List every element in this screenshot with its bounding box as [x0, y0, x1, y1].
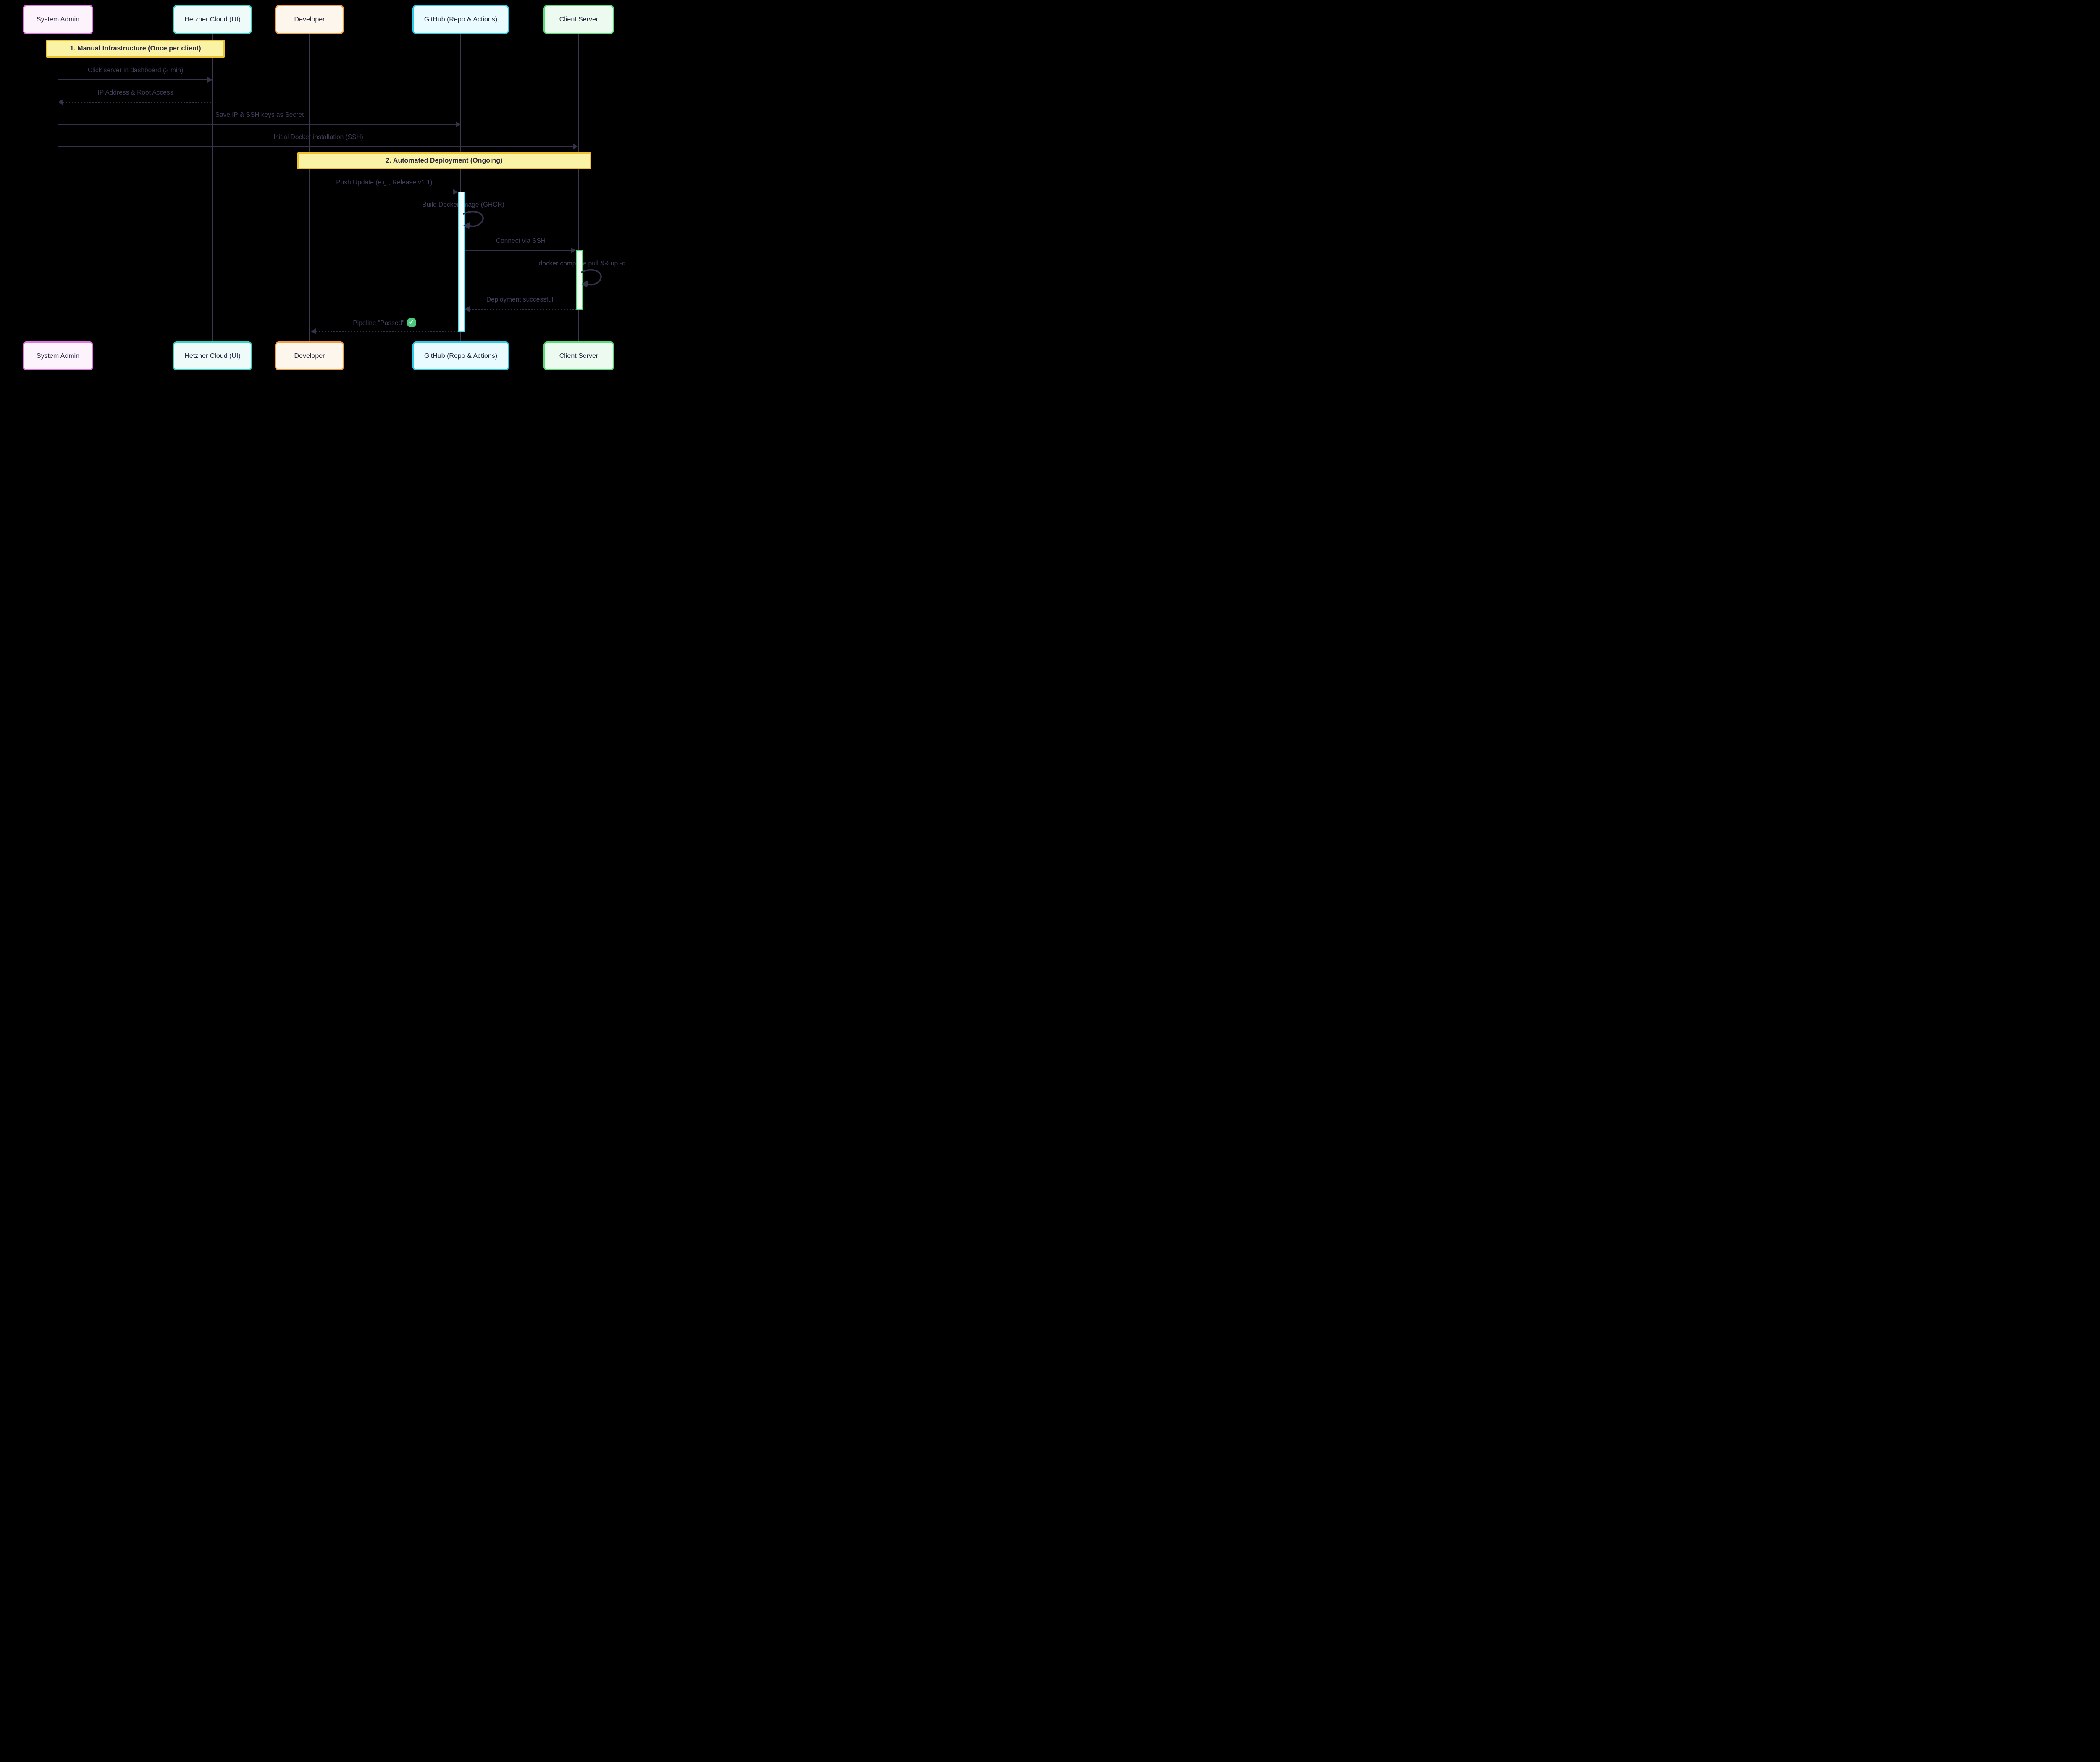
message-deployment-successful: Deployment successful	[486, 296, 554, 303]
note-automated-deployment: 2. Automated Deployment (Ongoing)	[297, 152, 591, 169]
actor-top-system-admin: System Admin	[23, 5, 93, 34]
message-pipeline-passed: Pipeline "Passed"	[313, 318, 456, 327]
message-arrow-line	[470, 309, 576, 310]
arrowhead-left-icon	[311, 328, 316, 334]
activation-bar-github	[458, 192, 465, 332]
actor-label: Hetzner Cloud (UI)	[184, 352, 241, 360]
actor-label: Developer	[294, 352, 325, 360]
note-manual-infrastructure: 1. Manual Infrastructure (Once per clien…	[46, 40, 225, 58]
check-emoji	[407, 318, 416, 327]
arrowhead-right-icon	[571, 247, 576, 253]
actor-label: System Admin	[36, 352, 80, 360]
message-arrow-line	[58, 79, 208, 80]
actor-label: Hetzner Cloud (UI)	[184, 16, 241, 23]
arrowhead-left-icon	[58, 99, 63, 105]
message-label: Pipeline "Passed"	[353, 320, 404, 327]
arrowhead-right-icon	[573, 144, 578, 150]
actor-top-hetzner-cloud: Hetzner Cloud (UI)	[173, 5, 252, 34]
self-loop-arrow-icon	[463, 210, 484, 229]
message-connect-ssh: Connect via SSH	[496, 237, 546, 244]
self-loop-arrow-icon	[581, 269, 602, 287]
actor-top-github: GitHub (Repo & Actions)	[412, 5, 509, 34]
actor-label: GitHub (Repo & Actions)	[424, 352, 498, 360]
arrowhead-right-icon	[453, 189, 458, 195]
arrowhead-right-icon	[456, 121, 461, 127]
activation-bar-client-server	[576, 250, 583, 310]
actor-top-developer: Developer	[275, 5, 344, 34]
actor-label: Client Server	[559, 352, 598, 360]
actor-bottom-github: GitHub (Repo & Actions)	[412, 341, 509, 370]
actor-top-client-server: Client Server	[543, 5, 614, 34]
message-click-server: Click server in dashboard (2 min)	[87, 67, 184, 74]
actor-bottom-client-server: Client Server	[543, 341, 614, 370]
actor-label: Developer	[294, 16, 325, 23]
note-label: 2. Automated Deployment (Ongoing)	[386, 157, 503, 164]
actor-label: Client Server	[559, 16, 598, 23]
message-arrow-line	[63, 102, 213, 103]
actor-label: System Admin	[36, 16, 80, 23]
lifeline-hetzner-cloud	[212, 34, 213, 341]
arrowhead-left-icon	[465, 306, 470, 312]
sequence-diagram: System Admin Hetzner Cloud (UI) Develope…	[0, 0, 659, 390]
note-label: 1. Manual Infrastructure (Once per clien…	[70, 45, 201, 52]
lifeline-developer	[309, 34, 310, 341]
message-save-secret: Save IP & SSH keys as Secret	[215, 111, 304, 118]
actor-bottom-hetzner-cloud: Hetzner Cloud (UI)	[173, 341, 252, 370]
message-arrow-line	[58, 124, 456, 125]
message-arrow-line	[58, 146, 573, 147]
lifeline-client-server	[578, 34, 579, 341]
message-arrow-line	[316, 331, 458, 332]
message-ip-root-access: IP Address & Root Access	[97, 89, 173, 96]
message-arrow-line	[465, 250, 571, 251]
actor-bottom-developer: Developer	[275, 341, 344, 370]
arrowhead-right-icon	[207, 77, 213, 83]
actor-label: GitHub (Repo & Actions)	[424, 16, 498, 23]
lifeline-github	[460, 34, 461, 341]
message-push-update: Push Update (e.g., Release v1.1)	[336, 179, 433, 186]
actor-bottom-system-admin: System Admin	[23, 341, 93, 370]
message-initial-docker: Initial Docker installation (SSH)	[273, 134, 363, 141]
